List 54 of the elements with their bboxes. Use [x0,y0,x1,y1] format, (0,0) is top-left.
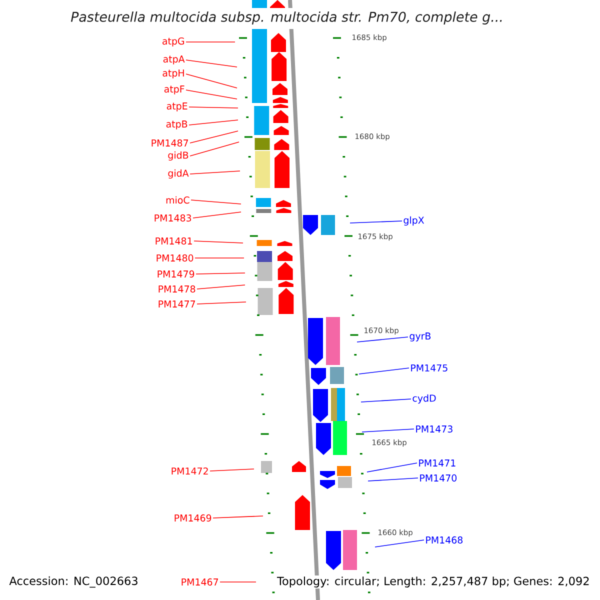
genome-info-text: Topology: circular; Length: 2,257,487 bp; Genes: 2,092 [276,576,591,588]
gene-label: glpX [404,216,424,226]
leader-line [190,142,240,156]
gene-label: gyrB [410,332,431,342]
leader-line [188,106,238,108]
leader-line [186,60,238,68]
gene-label: gidB [168,151,188,161]
gene-label: PM1467 [182,578,218,586]
leader-line [356,336,408,342]
leader-line [190,130,238,144]
leader-line [358,368,410,374]
gene-label: PM1472 [172,467,208,475]
accession-text: Accession: NC_002663 [9,576,138,588]
gene-label: mioC [166,196,190,204]
gene-label: PM1473 [416,425,452,433]
leader-line [360,398,412,402]
gene-label: PM1469 [174,514,212,522]
gene-label: PM1481 [156,237,192,245]
gene-label: PM1483 [154,214,192,222]
leader-line [186,90,238,100]
leader-line [192,212,242,218]
leader-line [210,468,254,472]
gene-label: atpH [162,70,184,78]
leader-line [362,428,414,432]
title: Pasteurella multocida subsp. multocida str. Pm70, complete g... [70,12,502,24]
leader-line [350,220,402,224]
gene-label: gidA [168,169,189,179]
gene-label: atpB [166,120,188,130]
gene-label: PM1480 [156,254,194,262]
gene-label: atpE [166,102,188,112]
gene-label: atpG [162,38,184,46]
gene-label: atpF [164,86,184,94]
leader-line [186,74,238,88]
leader-line [196,302,246,304]
gene-label: PM1487 [152,139,188,147]
leader-line [366,462,418,472]
leader-line [194,240,244,244]
leader-line [374,540,424,548]
leader-line [188,120,238,126]
gene-label: PM1471 [419,460,456,466]
leader-line [196,272,246,274]
leader-line [190,200,242,204]
gene-label: PM1477 [158,300,195,308]
leader-line [368,478,418,482]
gene-label: PM1479 [158,270,194,278]
gene-label: PM1470 [420,474,457,482]
leader-line [196,284,246,290]
gene-label: PM1475 [411,364,448,372]
gene-label: PM1468 [426,536,463,544]
gene-label: atpA [163,56,185,64]
gene-label: cydD [412,394,436,404]
leader-line [212,516,264,518]
gene-label: PM1478 [158,285,196,293]
leader-line [190,170,240,174]
